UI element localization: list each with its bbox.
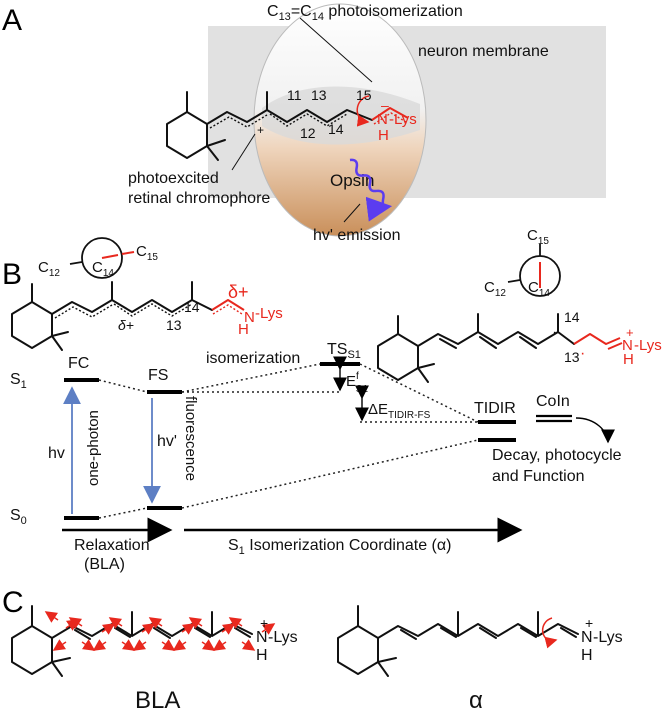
molecule-alpha [337, 605, 579, 677]
connector-s0 [98, 507, 148, 519]
torsion-arrow [542, 617, 558, 649]
panel-label-b: B [2, 258, 22, 291]
newman-left-c15: C15 [136, 243, 158, 263]
fc-label: FC [68, 355, 89, 372]
carbon-14-label: 14 [328, 121, 344, 137]
isomerization-label: isomerization [206, 350, 300, 367]
b-plus-right: + [626, 325, 634, 340]
emission-label: hv' emission [313, 227, 401, 244]
b-lys-left: -Lys [255, 305, 283, 322]
panel-label-c: C [2, 586, 24, 619]
b-hydrogen-left: H [238, 321, 249, 338]
hydrogen-a: H [378, 127, 389, 144]
c-hydrogen-bla: H [256, 647, 268, 664]
c-lys-bla: -Lys [268, 629, 298, 646]
connector-ts-tidir [359, 363, 479, 423]
c-hydrogen-alpha: H [581, 647, 593, 664]
newman-left-c12: C12 [38, 259, 60, 279]
delta-plus-black: δ+ [118, 317, 134, 333]
carbon-15-label: 15 [356, 87, 372, 103]
b-right-num-13: 13 [564, 349, 580, 365]
chromophore-b-right [377, 313, 623, 383]
c-nitrogen-bla: N [256, 629, 268, 646]
c-nitrogen-alpha: N [581, 629, 593, 646]
minus-charge-a: – [381, 97, 389, 113]
b-num-14: 14 [184, 299, 200, 315]
decay-label-2: and Function [492, 468, 585, 485]
radical-dot: · [552, 324, 557, 341]
panel-label-a: A [2, 4, 22, 37]
decay-label-1: Decay, photocycle [492, 447, 622, 464]
ts-label: TSS1 [327, 341, 361, 361]
carbon-13-label: 13 [311, 87, 327, 103]
newman-right-c15: C15 [527, 227, 549, 247]
connector-fc-fs [98, 379, 148, 393]
fs-label: FS [148, 367, 168, 384]
axis-label: S1 Isomerization Coordinate (α) [228, 537, 451, 557]
nitrogen-a: N [377, 111, 388, 128]
bla-red-arrows [44, 611, 276, 651]
s1-label: S1 [10, 371, 27, 391]
connector-fs-ts [181, 363, 321, 393]
newman-projection-right [507, 244, 561, 297]
hv-label: hv [48, 445, 65, 462]
coin-label: CoIn [536, 393, 570, 410]
one-photon-label: one-photon [85, 410, 102, 486]
tidir-label: TIDIR [474, 400, 516, 417]
bla-label: BLA [135, 687, 180, 714]
newman-projection-left [69, 237, 135, 279]
chromophore-a [166, 91, 409, 161]
panel-b: B C12 C14 C15 C15 C12 C14 [2, 227, 662, 573]
panel-a: A neuron membrane C13=C14 photoisomeriza… [2, 3, 606, 244]
molecule-bla [11, 605, 253, 677]
chromophore-label-2: retinal chromophore [128, 190, 270, 207]
chromophore-pointer [231, 133, 256, 171]
alpha-label: α [469, 687, 483, 714]
photoisomerization-pointer [299, 17, 373, 83]
relaxation-label-2: (BLA) [84, 556, 125, 573]
chromophore-b-left [11, 281, 245, 351]
radical-dot-red: · [580, 345, 585, 362]
c-lys-alpha: -Lys [593, 629, 623, 646]
opsin-label: Opsin [330, 171, 374, 190]
coin-symbol [536, 414, 572, 423]
delta-plus-red: δ+ [228, 282, 249, 302]
emission-wave [349, 158, 393, 222]
b-lys-right: -Lys [634, 337, 662, 354]
c-plus-alpha: + [585, 615, 593, 631]
b-hydrogen-right: H [623, 351, 634, 368]
relaxation-label-1: Relaxation [74, 537, 150, 554]
b-nitrogen-left: N [244, 309, 255, 326]
newman-right-c12: C12 [484, 279, 506, 299]
carbon-11-label: 11 [287, 87, 302, 103]
emission-pointer [343, 203, 361, 223]
decay-arrow [575, 417, 615, 444]
plus-charge-a: + [257, 123, 264, 137]
de-label: ΔETIDIR-FS [368, 401, 431, 421]
carbon-12-label: 12 [300, 125, 316, 141]
s0-label: S0 [10, 507, 27, 527]
chromophore-label-1: photoexcited [128, 170, 219, 187]
b-right-num-14: 14 [564, 309, 580, 325]
binding-pocket [262, 86, 420, 145]
lys-a: -Lys [389, 111, 417, 128]
connector-s0-tidir [181, 439, 479, 509]
panel-c: C [2, 586, 623, 714]
b-nitrogen-right: N [622, 337, 633, 354]
membrane-label: neuron membrane [418, 43, 549, 60]
hv-prime-label: hv' [157, 433, 177, 450]
c-plus-bla: + [260, 615, 268, 631]
b-num-13: 13 [166, 317, 182, 333]
fluorescence-label: fluorescence [182, 396, 199, 481]
